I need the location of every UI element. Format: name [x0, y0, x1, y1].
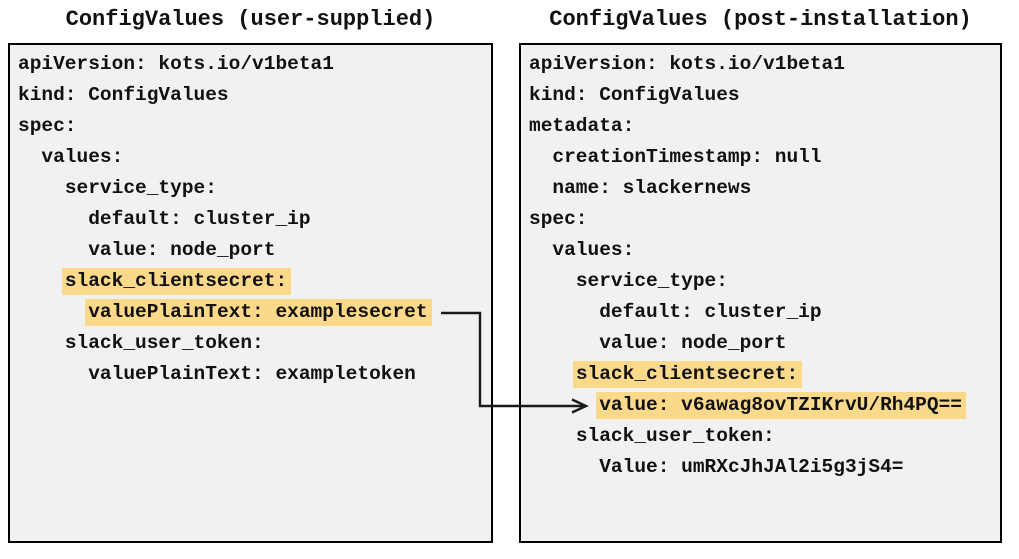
yaml-text: Value: umRXcJhJAl2i5g3jS4=	[599, 456, 904, 478]
yaml-line: spec:	[529, 204, 1000, 235]
yaml-line: slack_user_token:	[529, 421, 1000, 452]
post-installation-panel: apiVersion: kots.io/v1beta1 kind: ConfigV…	[519, 43, 1002, 543]
yaml-line: slack_user_token:	[18, 328, 491, 359]
yaml-line: value: v6awag8ovTZIKrvU/Rh4PQ==	[529, 390, 1000, 421]
yaml-text: kind: ConfigValues	[529, 84, 740, 106]
yaml-line: service_type:	[529, 266, 1000, 297]
user-supplied-title: ConfigValues (user-supplied)	[65, 7, 436, 32]
user-supplied-panel: apiVersion: kots.io/v1beta1 kind: ConfigV…	[8, 43, 493, 543]
yaml-indent	[529, 239, 552, 261]
yaml-text: values:	[552, 239, 635, 261]
yaml-line: metadata:	[529, 111, 1000, 142]
yaml-text: service_type:	[575, 270, 728, 292]
post-installation-title: ConfigValues (post-installation)	[549, 7, 972, 32]
yaml-indent	[529, 301, 599, 323]
yaml-line: values:	[529, 235, 1000, 266]
yaml-indent	[18, 270, 65, 292]
yaml-text: apiVersion: kots.io/v1beta1	[18, 53, 334, 75]
yaml-line: spec:	[18, 111, 491, 142]
yaml-indent	[529, 363, 576, 385]
yaml-line: value: node_port	[18, 235, 491, 266]
yaml-text: spec:	[529, 208, 588, 230]
highlighted-yaml-text: slack_clientsecret:	[61, 268, 292, 295]
yaml-text: spec:	[18, 115, 77, 137]
highlighted-yaml-text: valuePlainText: examplesecret	[85, 299, 432, 326]
yaml-line: service_type:	[18, 173, 491, 204]
yaml-line: default: cluster_ip	[529, 297, 1000, 328]
yaml-line: value: node_port	[529, 328, 1000, 359]
yaml-text: slack_user_token:	[575, 425, 775, 447]
yaml-indent	[18, 332, 65, 354]
yaml-line: creationTimestamp: null	[529, 142, 1000, 173]
yaml-text: valuePlainText: exampletoken	[88, 363, 416, 385]
yaml-indent	[18, 239, 88, 261]
yaml-line: values:	[18, 142, 491, 173]
highlighted-yaml-text: slack_clientsecret:	[572, 361, 803, 388]
yaml-line: name: slackernews	[529, 173, 1000, 204]
yaml-text: values:	[41, 146, 124, 168]
yaml-line: apiVersion: kots.io/v1beta1	[529, 49, 1000, 80]
yaml-line: valuePlainText: examplesecret	[18, 297, 491, 328]
yaml-line: kind: ConfigValues	[18, 80, 491, 111]
yaml-text: creationTimestamp: null	[552, 146, 822, 168]
yaml-indent	[529, 425, 576, 447]
yaml-indent	[18, 301, 88, 323]
yaml-text: kind: ConfigValues	[18, 84, 229, 106]
yaml-indent	[529, 456, 599, 478]
yaml-line: Value: umRXcJhJAl2i5g3jS4=	[529, 452, 1000, 483]
yaml-text: value: node_port	[88, 239, 276, 261]
yaml-line: valuePlainText: exampletoken	[18, 359, 491, 390]
yaml-indent	[18, 146, 41, 168]
yaml-line: default: cluster_ip	[18, 204, 491, 235]
yaml-indent	[18, 177, 65, 199]
yaml-line: slack_clientsecret:	[18, 266, 491, 297]
post-installation-yaml: apiVersion: kots.io/v1beta1 kind: ConfigV…	[521, 45, 1000, 483]
yaml-indent	[18, 363, 88, 385]
yaml-line: kind: ConfigValues	[529, 80, 1000, 111]
yaml-line: slack_clientsecret:	[529, 359, 1000, 390]
yaml-indent	[529, 394, 599, 416]
yaml-indent	[529, 270, 576, 292]
yaml-text: slack_user_token:	[64, 332, 264, 354]
yaml-indent	[18, 208, 88, 230]
yaml-text: default: cluster_ip	[88, 208, 311, 230]
yaml-text: metadata:	[529, 115, 635, 137]
yaml-indent	[529, 332, 599, 354]
yaml-indent	[529, 177, 552, 199]
yaml-text: default: cluster_ip	[599, 301, 822, 323]
yaml-indent	[529, 146, 552, 168]
yaml-text: name: slackernews	[552, 177, 752, 199]
yaml-text: apiVersion: kots.io/v1beta1	[529, 53, 845, 75]
user-supplied-yaml: apiVersion: kots.io/v1beta1 kind: ConfigV…	[10, 45, 491, 390]
yaml-text: service_type:	[64, 177, 217, 199]
highlighted-yaml-text: value: v6awag8ovTZIKrvU/Rh4PQ==	[596, 392, 966, 419]
yaml-text: value: node_port	[599, 332, 787, 354]
yaml-line: apiVersion: kots.io/v1beta1	[18, 49, 491, 80]
